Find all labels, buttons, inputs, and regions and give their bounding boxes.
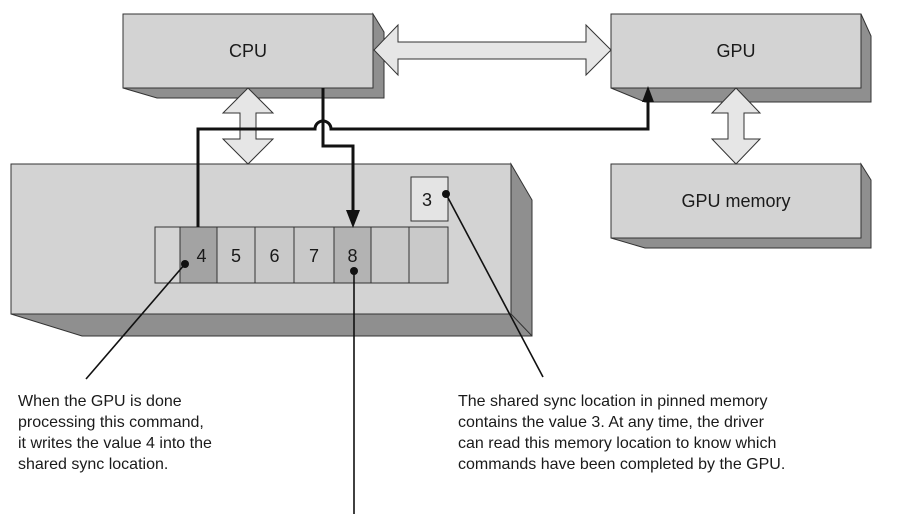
command-buffer: 4 5 6 7 8 xyxy=(154,226,449,284)
sync-leader-dot xyxy=(442,190,450,198)
cpu-label: CPU xyxy=(229,41,267,61)
sync-location-annotation: The shared sync location in pinned memor… xyxy=(458,393,786,473)
command-cell-label: 5 xyxy=(231,246,241,266)
cpu-box: CPU xyxy=(122,12,385,99)
gpu-memory-box: GPU memory xyxy=(610,162,872,249)
command8-arrowhead xyxy=(346,210,360,228)
cpu-box-face xyxy=(122,13,374,89)
gpu-memory-box-face xyxy=(610,163,862,239)
cpu-gpu-bidirectional-arrow xyxy=(373,23,612,77)
command-cell xyxy=(370,226,410,284)
command8-leader-dot xyxy=(350,267,358,275)
gpu-box: GPU xyxy=(610,13,872,103)
command-cell: 7 xyxy=(293,226,335,284)
command-cell-label: 6 xyxy=(269,246,279,266)
command-cell-box xyxy=(254,226,295,284)
command4-annotation: When the GPU is done processing this com… xyxy=(18,393,212,473)
command4-leader-dot xyxy=(181,260,189,268)
command-cell: 4 xyxy=(179,226,218,284)
command-cell-box xyxy=(408,226,449,284)
command-cell-label: 8 xyxy=(347,246,357,266)
cpu-memory-bidirectional-arrow xyxy=(221,87,275,165)
gpu-label: GPU xyxy=(716,41,755,61)
gpu-arrowhead xyxy=(642,86,654,102)
command-cell-box xyxy=(179,226,218,284)
command-cell-box xyxy=(216,226,256,284)
sync-leader-line xyxy=(445,193,544,378)
sync-location: 3 xyxy=(410,176,449,222)
command-cell-box xyxy=(293,226,335,284)
command-cell xyxy=(408,226,449,284)
gpu-memory-label: GPU memory xyxy=(681,191,790,211)
cpu-to-command8-wire xyxy=(321,88,355,214)
gpu-gpumemory-bidirectional-arrow xyxy=(710,87,762,165)
command4-leader-line xyxy=(85,263,186,380)
command-cell: 5 xyxy=(216,226,256,284)
command-cell-label: 4 xyxy=(196,246,206,266)
command-cell-label: 7 xyxy=(309,246,319,266)
sync-location-value: 3 xyxy=(422,190,432,210)
command-cell-box xyxy=(370,226,410,284)
command-cell: 6 xyxy=(254,226,295,284)
pinned-memory-box-edge xyxy=(510,313,533,337)
